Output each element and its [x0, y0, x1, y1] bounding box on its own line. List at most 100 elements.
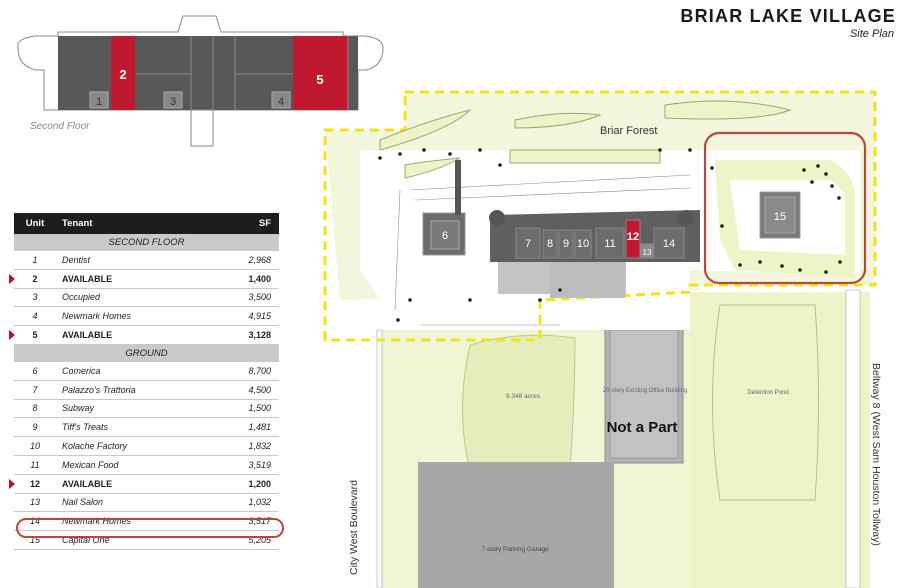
sf-cell: 1,832 [248, 441, 271, 452]
table-row: 5 AVAILABLE 3,128 [9, 326, 279, 345]
unit-cell: 14 [29, 516, 40, 527]
tenant-cell: Occupied [62, 292, 101, 303]
tenant-cell: Subway [62, 403, 95, 414]
floor-unit-4-label: 4 [278, 96, 284, 108]
header-unit: Unit [25, 218, 45, 229]
tenant-cell: Tiff's Treats [62, 422, 108, 433]
header-sf: SF [258, 218, 271, 229]
parking-garage [418, 462, 614, 588]
floor-unit-5-label: 5 [316, 72, 323, 87]
lake-acres: 9.348 acres [506, 393, 541, 400]
table-row: 1 Dentist 2,968 [14, 251, 279, 270]
tenant-cell: AVAILABLE [62, 330, 113, 341]
sf-cell: 3,519 [248, 459, 271, 470]
strip-center [489, 210, 700, 298]
unit-7-label: 7 [525, 238, 531, 250]
floor-plan-caption: Second Floor [30, 121, 90, 132]
street-city-west: City West Boulevard [348, 480, 360, 575]
table-row: 14 Newmark Homes 3,517 [14, 512, 279, 532]
unit-cell: 9 [32, 422, 38, 433]
tenant-cell: Capital One [62, 535, 110, 546]
second-floor-plan: 1 2 3 4 5 Second Floor [17, 15, 384, 147]
table-row: 7 Palazzo's Trattoria 4,500 [14, 381, 279, 400]
sf-cell: 8,700 [248, 365, 271, 376]
detention-pond [712, 304, 819, 501]
sf-cell: 1,400 [248, 273, 271, 284]
tenant-cell: Newmark Homes [62, 311, 132, 322]
table-row: 9 Tiff's Treats 1,481 [14, 418, 279, 438]
floor-unit-3-label: 3 [170, 96, 176, 108]
sf-cell: 3,128 [248, 330, 271, 341]
table-header: Unit Tenant SF [14, 213, 279, 234]
floor-unit-2-label: 2 [119, 67, 126, 82]
unit-12-label: 12 [627, 231, 639, 243]
available-marker-icon [9, 273, 15, 284]
road-city-west [376, 329, 383, 588]
sf-cell: 1,200 [248, 478, 271, 489]
table-row: 11 Mexican Food 3,519 [14, 456, 279, 475]
sf-cell: 4,915 [248, 311, 271, 322]
sf-cell: 1,481 [248, 422, 271, 433]
header-tenant: Tenant [62, 218, 93, 229]
capital-one-highlight [16, 518, 284, 538]
garage-label: 7-story Parking Garage [481, 546, 549, 553]
sf-cell: 2,968 [248, 254, 271, 265]
unit-cell: 7 [32, 384, 38, 395]
tenant-cell: Nail Salon [62, 497, 104, 508]
table-row: 13 Nail Salon 1,032 [14, 494, 279, 513]
page-title: BRIAR LAKE VILLAGE [680, 6, 896, 26]
unit-8-label: 8 [547, 238, 553, 250]
office-label: 20-story Existing Office Building [603, 388, 688, 394]
page-subtitle: Site Plan [849, 28, 894, 40]
road-beltway [845, 289, 861, 588]
sf-cell: 5,205 [248, 535, 271, 546]
pond-label: Detention Pond [747, 390, 788, 396]
street-beltway: Beltway 8 (West Sam Houston Tollway) [870, 363, 882, 546]
unit-10-label: 10 [577, 238, 589, 250]
available-marker-icon [9, 330, 15, 341]
lake [462, 334, 576, 476]
tenant-cell: Palazzo's Trattoria [62, 384, 136, 395]
tenant-cell: AVAILABLE [62, 478, 113, 489]
tenant-cell: Dentist [62, 254, 91, 265]
unit-14-label: 14 [663, 238, 675, 250]
floor-unit-1-label: 1 [96, 96, 102, 108]
not-a-part-label: Not a Part [607, 419, 678, 436]
unit-6-label: 6 [442, 230, 448, 242]
unit-cell: 5 [32, 330, 38, 341]
unit-cell: 3 [32, 292, 38, 303]
available-marker-icon [9, 478, 15, 489]
sf-cell: 3,517 [248, 516, 271, 527]
unit-cell: 11 [30, 459, 40, 470]
unit-11-label: 11 [604, 238, 615, 250]
unit-9-label: 9 [563, 238, 569, 250]
sf-cell: 1,500 [248, 403, 271, 414]
table-row: 3 Occupied 3,500 [14, 289, 279, 308]
sf-cell: 3,500 [248, 292, 271, 303]
unit-15-label: 15 [774, 211, 786, 223]
sf-cell: 1,032 [248, 497, 271, 508]
tenant-cell: Comerica [62, 365, 101, 376]
unit-13-label: 13 [643, 248, 652, 257]
tenant-cell: Mexican Food [62, 459, 119, 470]
table-row: 2 AVAILABLE 1,400 [9, 270, 279, 289]
unit-cell: 10 [29, 441, 40, 452]
unit-cell: 12 [29, 478, 40, 489]
tenant-cell: Kolache Factory [62, 441, 128, 452]
unit-cell: 1 [32, 254, 38, 265]
table-row: 10 Kolache Factory 1,832 [14, 437, 279, 456]
unit-15-highlight [703, 131, 867, 285]
sf-cell: 4,500 [248, 384, 271, 395]
section-header: GROUND [14, 344, 279, 362]
tenant-cell: AVAILABLE [62, 273, 113, 284]
unit-cell: 13 [29, 497, 40, 508]
unit-cell: 2 [32, 273, 38, 284]
tenant-cell: Newmark Homes [62, 516, 132, 527]
